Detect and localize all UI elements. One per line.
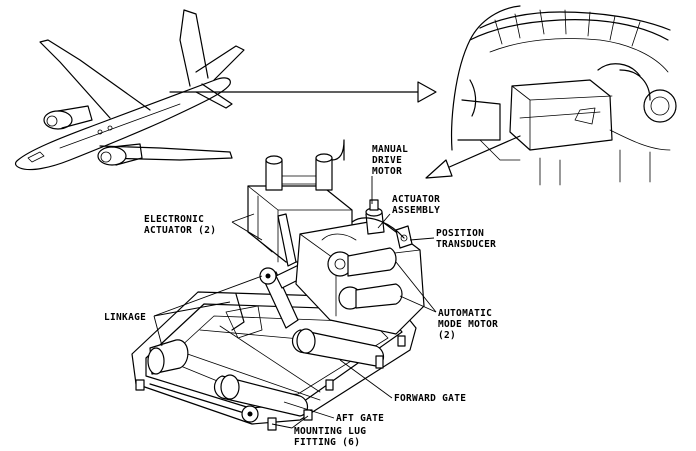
label-line: MOTOR: [372, 166, 402, 177]
label-line: ASSEMBLY: [392, 205, 440, 216]
label-line: AUTOMATIC: [438, 308, 492, 319]
label-mounting-lug-fitting: MOUNTING LUG FITTING (6): [294, 426, 366, 448]
label-electronic-actuator: ELECTRONIC ACTUATOR (2): [144, 214, 216, 236]
zoom-arrow: [425, 135, 521, 179]
gate-mechanism-drawing: [131, 139, 425, 431]
label-line: DRIVE: [372, 155, 402, 166]
label-line: ACTUATOR: [392, 194, 440, 205]
label-manual-drive-motor: MANUAL DRIVE MOTOR: [372, 144, 408, 177]
label-line: AFT GATE: [336, 413, 384, 424]
label-line: ELECTRONIC: [144, 214, 204, 225]
location-arrow: [169, 81, 437, 103]
label-actuator-assembly: ACTUATOR ASSEMBLY: [392, 194, 440, 216]
airplane-illustration: [14, 9, 245, 171]
label-line: MODE MOTOR: [438, 319, 498, 330]
label-line: TRANSDUCER: [436, 239, 496, 250]
engine-bay-detail: [451, 5, 677, 186]
label-line: MOUNTING LUG: [294, 426, 366, 437]
label-line: POSITION: [436, 228, 484, 239]
leader-lines: [153, 176, 437, 429]
label-forward-gate: FORWARD GATE: [394, 393, 466, 404]
label-line: (2): [438, 330, 456, 341]
label-line: FORWARD GATE: [394, 393, 466, 404]
label-linkage: LINKAGE: [104, 312, 146, 323]
label-aft-gate: AFT GATE: [336, 413, 384, 424]
label-line: MANUAL: [372, 144, 408, 155]
label-automatic-mode-motor: AUTOMATIC MODE MOTOR (2): [438, 308, 498, 341]
label-line: FITTING (6): [294, 437, 360, 448]
label-line: ACTUATOR (2): [144, 225, 216, 236]
label-line: LINKAGE: [104, 312, 146, 323]
label-position-transducer: POSITION TRANSDUCER: [436, 228, 496, 250]
